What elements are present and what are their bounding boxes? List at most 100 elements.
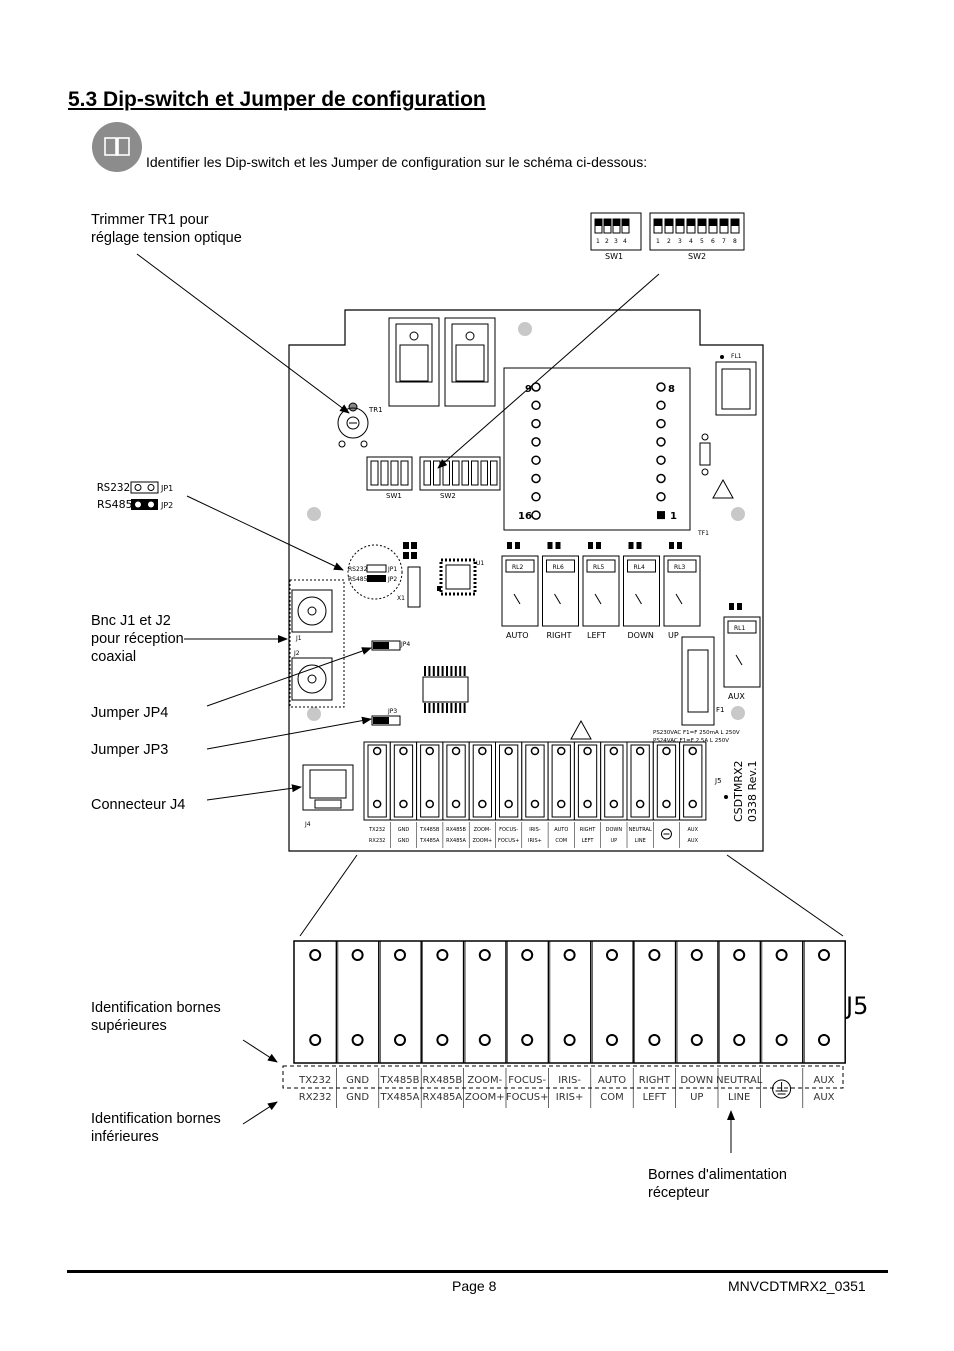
board-terminal-upper: ZOOM-: [474, 827, 492, 833]
board-sw2-key: [433, 460, 441, 486]
board-ground-icon: [660, 828, 672, 840]
sw1-position-1: 1: [596, 238, 600, 245]
tf-pin-right: [656, 400, 666, 411]
j5-screw-lower: [606, 1034, 618, 1046]
board-sw1-key: [400, 460, 409, 486]
board-terminal-inner: [577, 744, 598, 818]
board-terminal-lower: IRIS+: [528, 838, 542, 844]
relay-contact: [735, 654, 743, 666]
x1-label: X1: [397, 595, 405, 602]
board-screw: [609, 799, 619, 809]
sw2-position-2: 2: [667, 238, 671, 245]
relay-coil: [586, 559, 616, 573]
sw1-position-2: 2: [605, 238, 609, 245]
dip-key-knob: [665, 219, 673, 226]
tf-pin-left: [531, 382, 541, 392]
board-terminal-lower: GND: [398, 838, 410, 844]
j5-screw-upper: [690, 949, 703, 961]
board-terminal-lower: TX485A: [419, 838, 440, 844]
tf-pin-right: [657, 511, 665, 520]
board-jp2: JP2: [387, 576, 397, 583]
tf-pin-left: [531, 492, 541, 502]
board-screw: [399, 799, 408, 809]
board-sw1-key: [370, 460, 379, 486]
board-terminal-inner: [367, 744, 387, 818]
board-sw1-label: SW1: [386, 492, 402, 500]
tf-pin-right: [656, 455, 666, 465]
ic-pin: [454, 703, 457, 713]
board-sw2-key: [423, 460, 431, 486]
board-terminal-inner: [551, 744, 571, 818]
tf-pin-right: [656, 437, 666, 447]
board-sw2-label: SW2: [440, 492, 456, 500]
j5-screw-lower: [309, 1034, 322, 1046]
board-terminal-upper: FOCUS-: [499, 827, 518, 833]
relay-pad: [555, 542, 561, 549]
relay-pad: [515, 542, 520, 549]
j5-terminal-upper: RIGHT: [639, 1075, 671, 1086]
j5-screw-lower: [436, 1034, 449, 1046]
j5-screw-upper: [394, 949, 406, 961]
board-screw: [662, 799, 671, 809]
board-terminal-lower: UP: [611, 838, 618, 844]
board-terminal-inner: [393, 744, 414, 818]
relay-id: RL6: [553, 564, 565, 571]
relay-id: RL3: [674, 564, 686, 571]
board-terminal-lower: LEFT: [582, 838, 595, 844]
rs232-legend: RS232: [97, 481, 130, 494]
relay-contact: [554, 593, 561, 605]
j5-terminal-lower: FOCUS+: [506, 1092, 549, 1103]
board-jp1: JP1: [387, 566, 397, 573]
ic-pin: [441, 666, 444, 676]
relay-body: [542, 555, 579, 627]
intro-text: Identifier les Dip-switch et les Jumper …: [146, 154, 648, 170]
j5-screw-upper: [351, 949, 364, 961]
jp4-callout: Jumper JP4: [91, 705, 169, 721]
board-terminal-inner: [446, 744, 466, 818]
board-terminal-upper: NEUTRAL: [629, 827, 652, 833]
relay-coil: [505, 559, 535, 573]
board-rs485: RS485: [348, 576, 368, 583]
j5-terminal-upper: NEUTRAL: [716, 1075, 763, 1086]
tf-pin-left: [531, 473, 541, 484]
board-screw: [372, 799, 382, 809]
relay-id: RL5: [593, 564, 605, 571]
j5-terminal-upper: RX485B: [423, 1075, 463, 1086]
board-terminal-lower: ZOOM+: [472, 838, 492, 844]
board-sw2-key: [461, 460, 469, 486]
j5-screw-lower: [775, 1034, 788, 1046]
ic-pin: [428, 666, 431, 676]
j5-screw-lower: [563, 1034, 576, 1046]
board-terminal-lower: RX485A: [446, 838, 466, 844]
board-id-2: 0338 Rev.1: [746, 760, 759, 822]
board-sw2-key: [490, 460, 498, 486]
j5-label: J5: [844, 992, 868, 1020]
j5-screw-lower: [733, 1034, 746, 1046]
relay-contact: [675, 593, 683, 605]
jp3-board-label: JP3: [387, 708, 397, 715]
section-title: 5.3 Dip-switch et Jumper de configuratio…: [68, 88, 486, 111]
j5-board-label: J5: [714, 777, 722, 785]
jp2-legend: JP2: [160, 501, 173, 510]
tf-pin-right: [656, 418, 666, 429]
ic-pin: [454, 666, 457, 676]
relay-name: DOWN: [628, 631, 654, 640]
j5-screw-upper: [775, 949, 788, 961]
board-sw2-key: [471, 460, 479, 486]
sw2-position-1: 1: [656, 238, 660, 245]
relay-body: [663, 555, 701, 627]
j2-label: J2: [293, 650, 300, 657]
board-terminal-upper: RX485B: [446, 827, 466, 833]
board-sw2-key: [442, 460, 450, 486]
dip-key-knob: [687, 219, 695, 226]
ic-pin: [424, 666, 426, 676]
board-terminal-inner: [420, 744, 440, 818]
jp4-board-label: JP4: [400, 641, 410, 648]
j5-screw-lower: [478, 1034, 491, 1046]
relay-id: RL4: [634, 564, 646, 571]
tf1-label: TF1: [697, 530, 709, 537]
board-terminal-lower: RX232: [369, 838, 385, 844]
board-terminal-inner: [656, 744, 677, 818]
j5-terminal-lower: IRIS+: [556, 1092, 584, 1103]
